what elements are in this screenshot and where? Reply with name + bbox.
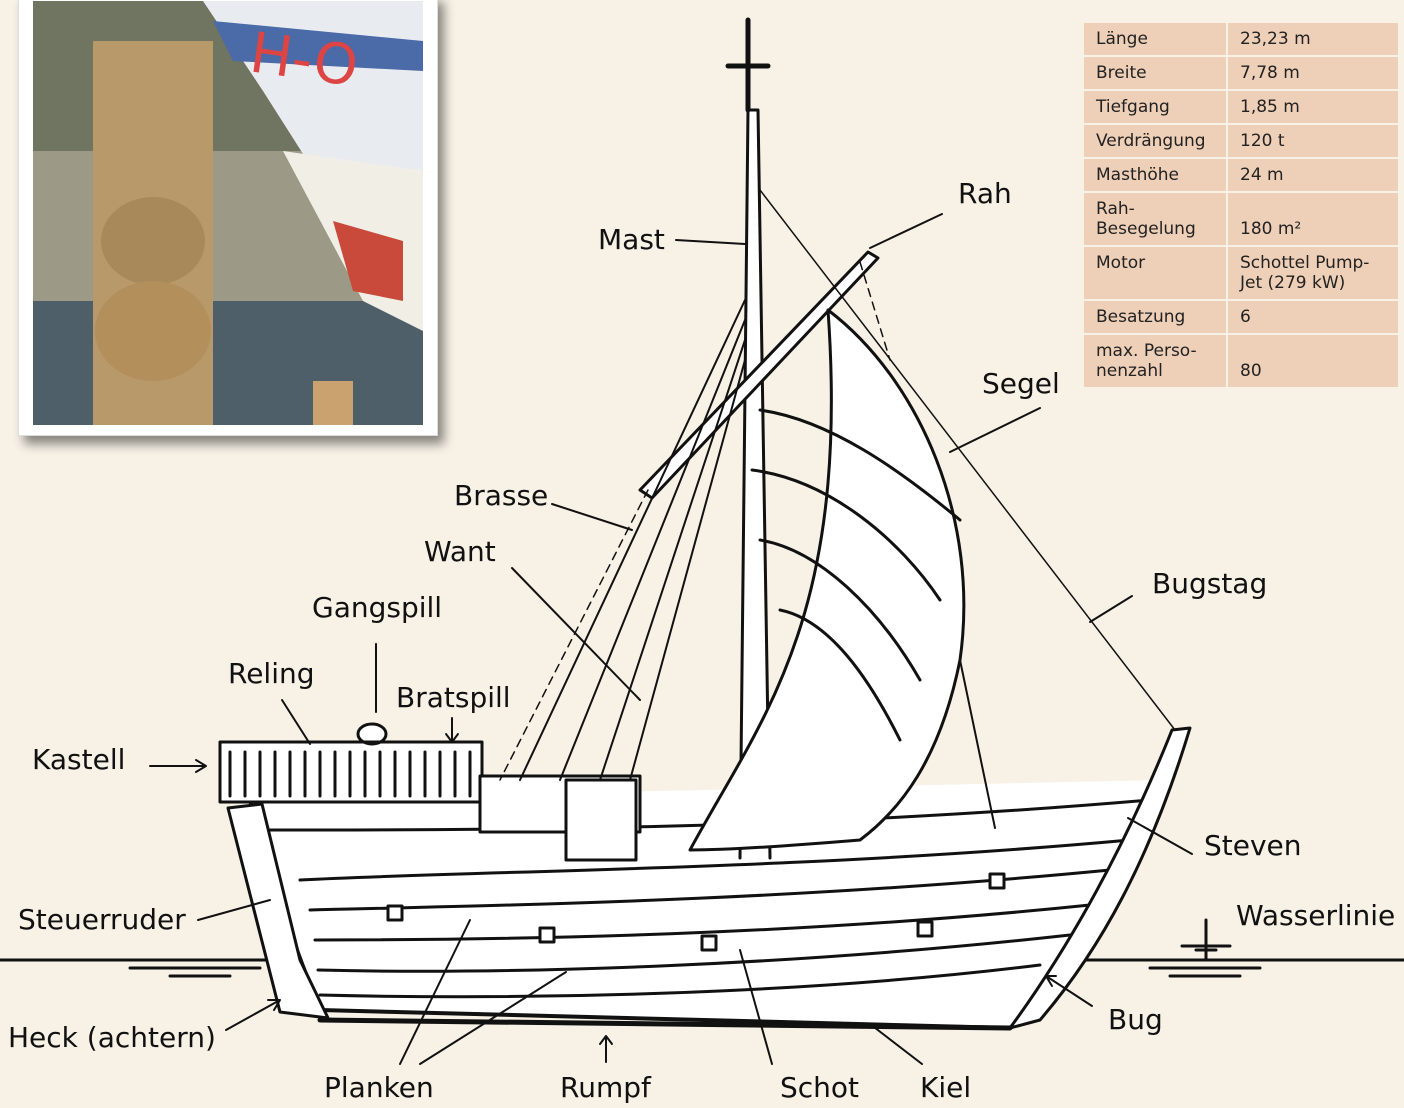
label-kiel: Kiel <box>920 1072 971 1104</box>
label-bug: Bug <box>1108 1004 1163 1036</box>
label-planken: Planken <box>324 1072 434 1104</box>
label-kastell: Kastell <box>32 744 125 776</box>
label-rumpf: Rumpf <box>560 1072 651 1104</box>
label-reling: Reling <box>228 658 315 690</box>
label-wasserlinie: Wasserlinie <box>1236 900 1395 932</box>
label-steven: Steven <box>1204 830 1302 862</box>
label-segel: Segel <box>982 368 1060 400</box>
label-schot: Schot <box>780 1072 859 1104</box>
label-heck: Heck (achtern) <box>8 1022 216 1054</box>
label-steuerruder: Steuerruder <box>18 904 186 936</box>
label-brasse: Brasse <box>454 480 548 512</box>
label-rah: Rah <box>958 178 1012 210</box>
label-want: Want <box>424 536 496 568</box>
shrouds <box>520 300 745 780</box>
label-mast: Mast <box>598 224 665 256</box>
mast-cross <box>728 20 768 110</box>
label-gangspill: Gangspill <box>312 592 442 624</box>
brace <box>500 490 648 780</box>
label-bratspill: Bratspill <box>396 682 511 714</box>
sail <box>690 310 964 850</box>
label-bugstag: Bugstag <box>1152 568 1267 600</box>
